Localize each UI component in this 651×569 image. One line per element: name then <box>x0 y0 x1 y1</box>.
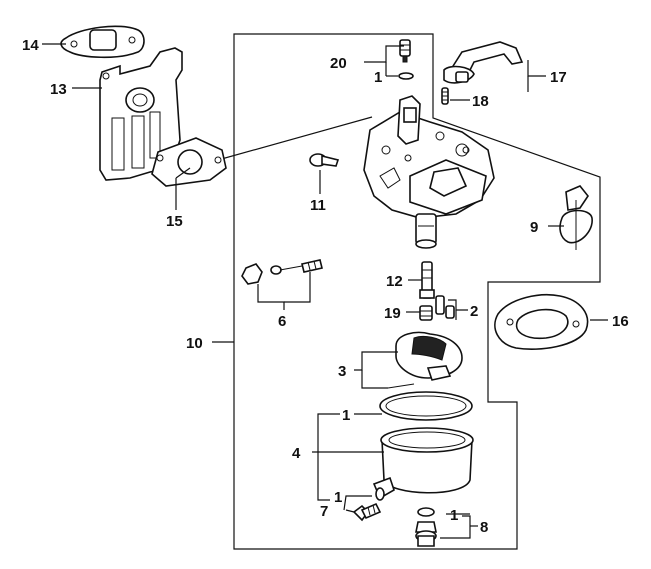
callout-4: 4 <box>292 445 301 462</box>
part-20-screw <box>398 39 414 80</box>
callout-3: 3 <box>338 363 346 380</box>
part-18-spring <box>441 87 449 105</box>
part-16-gasket <box>494 294 589 350</box>
part-6-screw-set <box>241 259 323 285</box>
part-13-bracket <box>99 47 183 181</box>
part-4-float-chamber <box>372 391 474 500</box>
callout-1-bowl: 1 <box>342 407 350 424</box>
part-7-drain-screw <box>352 487 385 522</box>
callout-6: 6 <box>278 313 286 330</box>
callout-labels: 14 13 15 20 1 17 18 11 9 12 6 10 19 2 16… <box>22 37 629 536</box>
callout-19: 19 <box>384 305 401 322</box>
callout-1-top: 1 <box>374 69 382 86</box>
callout-15: 15 <box>166 213 183 230</box>
part-9-choke <box>559 185 593 250</box>
part-17-lever <box>443 41 524 84</box>
callout-12: 12 <box>386 273 403 290</box>
callout-1-bolt: 1 <box>450 507 458 524</box>
callout-2: 2 <box>470 303 478 320</box>
part-15-gasket <box>151 137 227 187</box>
callout-11: 11 <box>310 197 326 214</box>
part-3-float <box>387 331 463 389</box>
part-12-jet <box>419 261 435 299</box>
callout-20: 20 <box>330 55 347 72</box>
part-2-valve <box>435 295 455 319</box>
callout-8: 8 <box>480 519 488 536</box>
part-8-bolt <box>415 507 437 547</box>
callout-1-drain: 1 <box>334 489 342 506</box>
callout-14: 14 <box>22 37 39 54</box>
callout-18: 18 <box>472 93 489 110</box>
part-11-screw <box>309 153 340 167</box>
callout-13: 13 <box>50 81 67 98</box>
part-19-jet <box>419 305 433 321</box>
callout-17: 17 <box>550 69 567 86</box>
callout-10: 10 <box>186 335 203 352</box>
callout-9: 9 <box>530 219 538 236</box>
part-14-gasket <box>60 25 145 59</box>
callout-7: 7 <box>320 503 328 520</box>
carburetor-body <box>363 95 495 249</box>
callout-16: 16 <box>612 313 629 330</box>
leader-lines <box>42 43 608 539</box>
